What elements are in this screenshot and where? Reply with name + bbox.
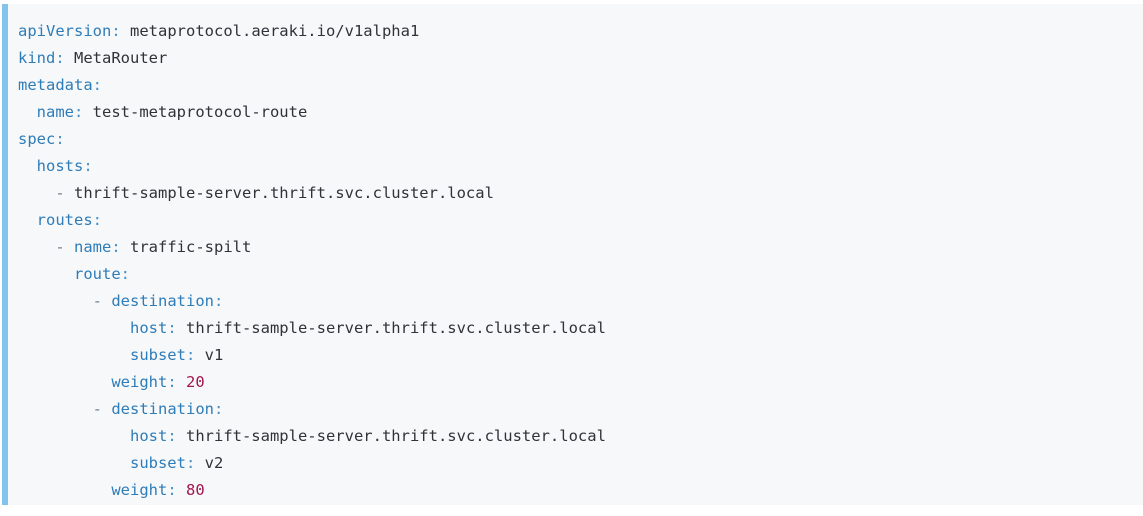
yaml-colon: : <box>111 22 121 40</box>
yaml-value: thrift-sample-server.thrift.svc.cluster.… <box>74 184 494 202</box>
line-indent <box>18 481 111 499</box>
yaml-key: subset <box>129 454 186 472</box>
code-line: kind: MetaRouter <box>8 45 1143 72</box>
yaml-value: thrift-sample-server.thrift.svc.cluster.… <box>176 427 606 445</box>
yaml-key: routes <box>36 211 93 229</box>
yaml-key: weight <box>111 481 168 499</box>
code-line: host: thrift-sample-server.thrift.svc.cl… <box>8 423 1143 450</box>
code-line: - destination: <box>8 288 1143 315</box>
code-line: apiVersion: metaprotocol.aeraki.io/v1alp… <box>8 18 1143 45</box>
yaml-key: name <box>74 238 112 256</box>
yaml-code-block: apiVersion: metaprotocol.aeraki.io/v1alp… <box>2 4 1143 505</box>
line-indent <box>18 292 93 310</box>
code-line: subset: v2 <box>8 450 1143 477</box>
code-line: metadata: <box>8 72 1143 99</box>
yaml-value: metaprotocol.aeraki.io/v1alpha1 <box>120 22 420 40</box>
yaml-key: destination <box>111 400 214 418</box>
yaml-value: thrift-sample-server.thrift.svc.cluster.… <box>176 319 606 337</box>
line-indent <box>18 211 37 229</box>
yaml-value: traffic-spilt <box>120 238 252 256</box>
yaml-colon: : <box>92 76 102 94</box>
code-line: spec: <box>8 126 1143 153</box>
code-line: routes: <box>8 207 1143 234</box>
yaml-colon: : <box>213 400 224 418</box>
yaml-key: weight <box>111 373 168 391</box>
line-indent <box>18 427 130 445</box>
code-line: weight: 80 <box>8 477 1143 504</box>
code-line: host: thrift-sample-server.thrift.svc.cl… <box>8 315 1143 342</box>
yaml-colon: : <box>167 481 177 499</box>
line-indent <box>18 319 130 337</box>
code-line: - destination: <box>8 396 1143 423</box>
code-line: weight: 20 <box>8 369 1143 396</box>
code-line: hosts: <box>8 153 1143 180</box>
code-lines-container: apiVersion: metaprotocol.aeraki.io/v1alp… <box>8 4 1143 504</box>
yaml-colon: : <box>167 373 177 391</box>
yaml-colon: : <box>167 319 177 337</box>
yaml-colon: : <box>92 211 103 229</box>
list-dash-marker: - <box>55 184 74 202</box>
yaml-colon: : <box>185 454 196 472</box>
yaml-key: host <box>129 319 168 337</box>
yaml-colon: : <box>167 427 177 445</box>
line-indent <box>18 454 130 472</box>
line-indent <box>18 103 37 121</box>
code-line: - name: traffic-spilt <box>8 234 1143 261</box>
yaml-number-value: 20 <box>176 373 205 391</box>
code-line: name: test-metaprotocol-route <box>8 99 1143 126</box>
yaml-key: hosts <box>36 157 84 175</box>
list-dash-marker: - <box>92 400 112 418</box>
yaml-key: route <box>74 265 121 283</box>
line-indent <box>18 346 130 364</box>
line-indent <box>18 265 74 283</box>
yaml-value: MetaRouter <box>64 49 168 67</box>
yaml-key: apiVersion <box>18 22 112 40</box>
yaml-key: spec <box>18 130 56 148</box>
yaml-key: name <box>36 103 74 121</box>
line-indent <box>18 400 93 418</box>
yaml-number-value: 80 <box>176 481 205 499</box>
yaml-colon: : <box>55 130 65 148</box>
line-indent <box>18 238 55 256</box>
list-dash-marker: - <box>92 292 112 310</box>
code-line: route: <box>8 261 1143 288</box>
yaml-colon: : <box>55 49 65 67</box>
line-indent <box>18 373 111 391</box>
code-line: - thrift-sample-server.thrift.svc.cluste… <box>8 180 1143 207</box>
line-indent <box>18 184 55 202</box>
yaml-key: metadata <box>18 76 93 94</box>
yaml-colon: : <box>111 238 121 256</box>
yaml-key: subset <box>129 346 186 364</box>
yaml-key: kind <box>18 49 56 67</box>
yaml-key: destination <box>111 292 214 310</box>
yaml-value: v2 <box>195 454 224 472</box>
yaml-value: v1 <box>195 346 224 364</box>
yaml-colon: : <box>83 157 93 175</box>
list-dash-marker: - <box>55 238 74 256</box>
code-line: subset: v1 <box>8 342 1143 369</box>
yaml-key: host <box>129 427 168 445</box>
yaml-colon: : <box>120 265 131 283</box>
yaml-colon: : <box>74 103 84 121</box>
yaml-colon: : <box>213 292 224 310</box>
yaml-value: test-metaprotocol-route <box>83 103 308 121</box>
yaml-colon: : <box>185 346 196 364</box>
line-indent <box>18 157 37 175</box>
